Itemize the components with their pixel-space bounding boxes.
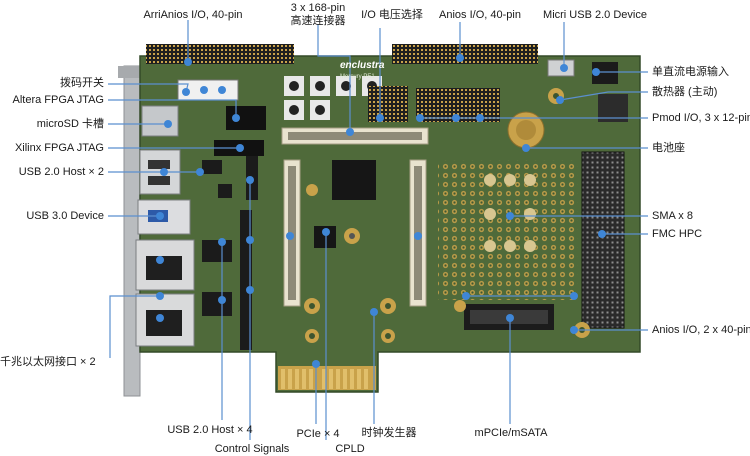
- label-sma: SMA x 8: [652, 210, 693, 222]
- label-microsd: microSD 卡槽: [36, 118, 104, 130]
- label-cpld: CPLD: [335, 443, 365, 455]
- label-dip-switch: 拨码开关: [60, 77, 104, 89]
- callout-dots: [156, 54, 606, 368]
- anios-header-top: [392, 44, 538, 64]
- microsd-slot: [141, 105, 179, 137]
- arrianios-header: [146, 44, 294, 64]
- fpga-chip: [332, 160, 376, 200]
- label-clock-gen: 时钟发生器: [361, 427, 417, 439]
- label-pcie: PCIe × 4: [296, 428, 340, 440]
- pcie-fingers: [278, 366, 376, 390]
- dc-jack: [592, 62, 618, 84]
- label-mpcie: mPCIe/mSATA: [474, 427, 548, 439]
- cpld-chip: [314, 226, 336, 248]
- label-xilinx-jtag: Xilinx FPGA JTAG: [14, 142, 104, 154]
- label-anios-io-top: Anios I/O, 40-pin: [439, 9, 521, 21]
- heatsink-fan: [598, 94, 628, 122]
- label-usb2-host2: USB 2.0 Host × 2: [18, 166, 104, 178]
- gbe-port-2: [135, 293, 195, 347]
- label-fmc: FMC HPC: [652, 228, 703, 240]
- label-heatsink: 散热器 (主动): [652, 86, 718, 98]
- fmc-connector: [581, 151, 625, 329]
- label-micro-usb: Micri USB 2.0 Device: [543, 9, 647, 21]
- label-gbe: 千兆以太网接口 × 2: [0, 356, 96, 368]
- label-battery: 电池座: [652, 142, 685, 154]
- leader-lines: [108, 20, 648, 440]
- label-io-voltage: I/O 电压选择: [361, 9, 423, 21]
- pmod-headers: [420, 88, 500, 122]
- label-hs-connector: 3 x 168-pin: [290, 2, 346, 14]
- label-hs-connector-cn: 高速连接器: [290, 15, 346, 27]
- io-voltage-headers: [368, 86, 408, 122]
- label-usb3-device: USB 3.0 Device: [26, 210, 104, 222]
- label-control-signals: Control Signals: [214, 443, 290, 455]
- label-anios-io-bottom: Anios I/O, 2 x 40-pin: [652, 324, 750, 336]
- label-dc-input: 单直流电源输入: [652, 66, 729, 78]
- label-pmod: Pmod I/O, 3 x 12-pin: [652, 112, 750, 124]
- label-arrianios-io: ArriAnios I/O, 40-pin: [143, 9, 243, 21]
- label-altera-jtag: Altera FPGA JTAG: [12, 94, 105, 106]
- board-brand-sub: Mercury PE1: [340, 74, 375, 80]
- label-usb2-host4: USB 2.0 Host × 4: [167, 424, 253, 436]
- board-brand: enclustra: [340, 60, 385, 71]
